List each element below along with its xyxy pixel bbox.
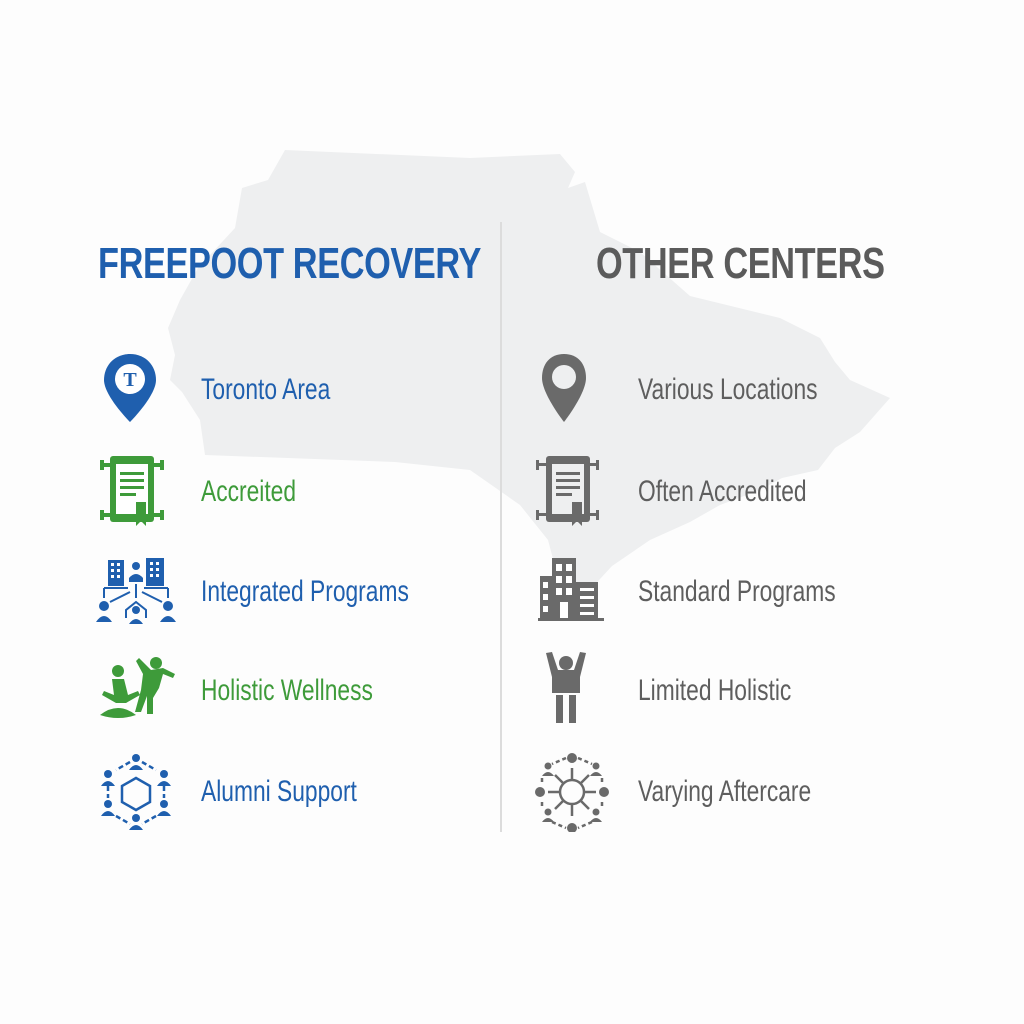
certificate-scroll-icon xyxy=(534,452,614,532)
hub-network-icon xyxy=(534,752,614,832)
feature-row-accreditation: Often Accredited xyxy=(534,452,934,532)
feature-label: Integrated Programs xyxy=(201,575,409,608)
feature-row-aftercare: Varying Aftercare xyxy=(534,752,934,832)
map-pin-t-icon: T xyxy=(96,350,176,430)
column-divider xyxy=(500,222,502,832)
feature-label: Alumni Support xyxy=(201,775,357,808)
person-arms-raised-icon xyxy=(534,651,614,731)
other-centers-heading: OTHER CENTERS xyxy=(596,239,885,288)
certificate-scroll-icon xyxy=(96,452,176,532)
feature-label: Often Accredited xyxy=(638,475,807,508)
feature-label: Varying Aftercare xyxy=(638,775,812,808)
feature-label: Limited Holistic xyxy=(638,674,792,707)
feature-label: Accreited xyxy=(201,475,297,508)
feature-row-programs: Integrated Programs xyxy=(96,552,496,632)
office-building-icon xyxy=(534,552,614,632)
feature-row-accreditation: Accreited xyxy=(96,452,496,532)
map-pin-icon xyxy=(534,350,614,430)
feature-row-wellness: Holistic Wellness xyxy=(96,651,496,731)
feature-label: Various Locations xyxy=(638,373,818,406)
people-hexagon-network-icon xyxy=(96,752,176,832)
svg-text:T: T xyxy=(123,369,137,391)
yoga-dance-figures-icon xyxy=(96,651,176,731)
feature-row-location: T Toronto Area xyxy=(96,350,496,430)
feature-row-programs: Standard Programs xyxy=(534,552,934,632)
feature-row-alumni: Alumni Support xyxy=(96,752,496,832)
feature-label: Toronto Area xyxy=(201,373,331,406)
feature-row-wellness: Limited Holistic xyxy=(534,651,934,731)
freepoot-recovery-heading: FREEPOOT RECOVERY xyxy=(98,239,482,288)
feature-row-location: Various Locations xyxy=(534,350,934,430)
feature-label: Holistic Wellness xyxy=(201,674,373,707)
feature-label: Standard Programs xyxy=(638,575,836,608)
buildings-people-network-icon xyxy=(96,552,176,632)
